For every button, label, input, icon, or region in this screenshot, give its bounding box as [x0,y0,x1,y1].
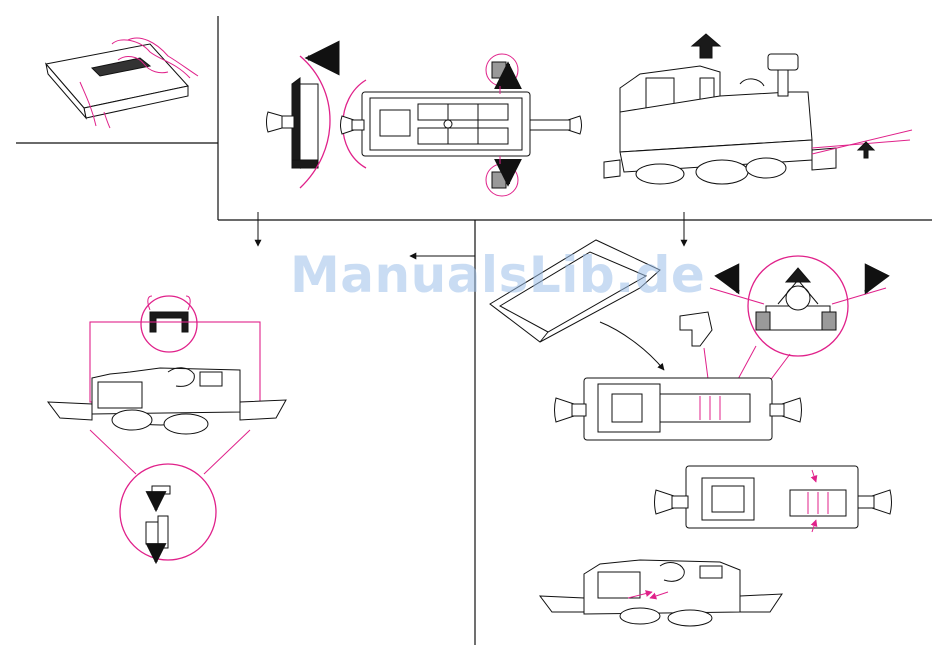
coupler-spring-icon [48,296,286,562]
bottom-view-icon [267,54,582,196]
hand-tool-icon [46,38,198,128]
locomotive-lift-icon [604,34,912,184]
flow-arrows [258,212,684,256]
motor-clip-icon [490,240,892,626]
